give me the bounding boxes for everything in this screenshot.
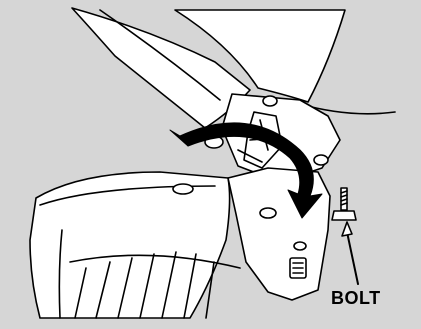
shield-hole [260,208,276,218]
bolt-icon [332,188,356,220]
callout-arrow-icon [342,222,358,284]
bolt-label: BOLT [331,288,381,309]
shield-hole-lower [294,242,306,250]
bracket-hole-top [263,96,277,106]
mud-guard-hole [173,184,193,194]
bracket-hole-right [314,155,328,165]
splash-shield [228,168,330,300]
